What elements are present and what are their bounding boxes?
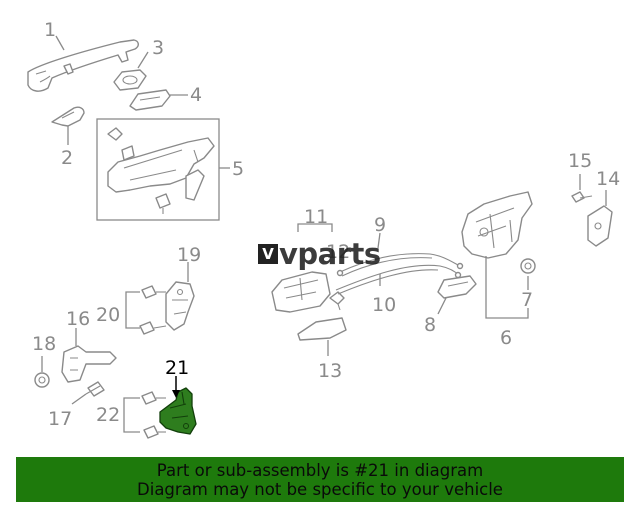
- leader-9: [377, 232, 381, 249]
- part-12-cable-clip[interactable]: [329, 291, 345, 311]
- part-20-bolts[interactable]: [139, 285, 167, 335]
- callout-14[interactable]: 14: [596, 168, 620, 190]
- leader-3: [137, 51, 149, 69]
- callout-3[interactable]: 3: [152, 37, 164, 59]
- part-22-bolts[interactable]: [141, 391, 166, 439]
- part-14-striker[interactable]: [587, 205, 613, 247]
- callout-16[interactable]: 16: [66, 308, 90, 330]
- callout-12[interactable]: 12: [326, 241, 350, 263]
- callout-9[interactable]: 9: [374, 214, 386, 236]
- part-19-upper-hinge[interactable]: [165, 281, 195, 331]
- leader-17: [71, 393, 87, 405]
- banner-line-1: Part or sub-assembly is #21 in diagram: [156, 461, 484, 480]
- callout-10[interactable]: 10: [372, 294, 396, 316]
- arrow-21: [172, 390, 180, 398]
- callout-4[interactable]: 4: [190, 84, 202, 106]
- callout-15[interactable]: 15: [568, 150, 592, 172]
- part-11-inside-handle[interactable]: [271, 271, 331, 313]
- callout-1[interactable]: 1: [44, 19, 56, 41]
- part-16-door-check[interactable]: [61, 345, 117, 383]
- leader-1: [55, 35, 65, 51]
- banner-line-2: Diagram may not be specific to your vehi…: [137, 480, 503, 499]
- callout-8[interactable]: 8: [424, 314, 436, 336]
- part-18-nut[interactable]: [34, 372, 50, 388]
- leader-20: [125, 291, 140, 329]
- leader-8: [437, 297, 447, 315]
- part-3-handle-pad[interactable]: [113, 69, 147, 91]
- callout-18[interactable]: 18: [32, 333, 56, 355]
- part-17-bolt[interactable]: [85, 381, 105, 397]
- part-13-handle-bezel[interactable]: [297, 317, 347, 341]
- leader-22: [123, 397, 140, 433]
- part-4-handle-gasket[interactable]: [129, 89, 171, 111]
- part-21-lower-hinge[interactable]: [159, 387, 197, 435]
- callout-6[interactable]: 6: [500, 327, 512, 349]
- part-6-door-lock[interactable]: [461, 191, 533, 259]
- leader-11: [297, 223, 333, 232]
- part-7-grommet[interactable]: [520, 258, 536, 274]
- part-2-handle-cap[interactable]: [51, 106, 85, 127]
- callout-19[interactable]: 19: [177, 244, 201, 266]
- callout-20[interactable]: 20: [96, 304, 120, 326]
- callout-13[interactable]: 13: [318, 360, 342, 382]
- part-5-handle-frame[interactable]: [96, 118, 220, 221]
- callout-21[interactable]: 21: [165, 357, 189, 379]
- part-1-outside-handle[interactable]: [27, 39, 139, 92]
- part-9-cable[interactable]: [336, 253, 464, 277]
- callout-5[interactable]: 5: [232, 158, 244, 180]
- info-banner: Part or sub-assembly is #21 in diagram D…: [16, 457, 624, 502]
- part-10-cable[interactable]: [335, 264, 462, 295]
- callout-22[interactable]: 22: [96, 404, 120, 426]
- callout-7[interactable]: 7: [521, 289, 533, 311]
- leader-6: [485, 256, 529, 319]
- callout-11[interactable]: 11: [304, 206, 328, 228]
- callout-2[interactable]: 2: [61, 147, 73, 169]
- part-15-screw[interactable]: [571, 191, 593, 203]
- callout-17[interactable]: 17: [48, 408, 72, 430]
- part-8-lock-link[interactable]: [437, 275, 477, 299]
